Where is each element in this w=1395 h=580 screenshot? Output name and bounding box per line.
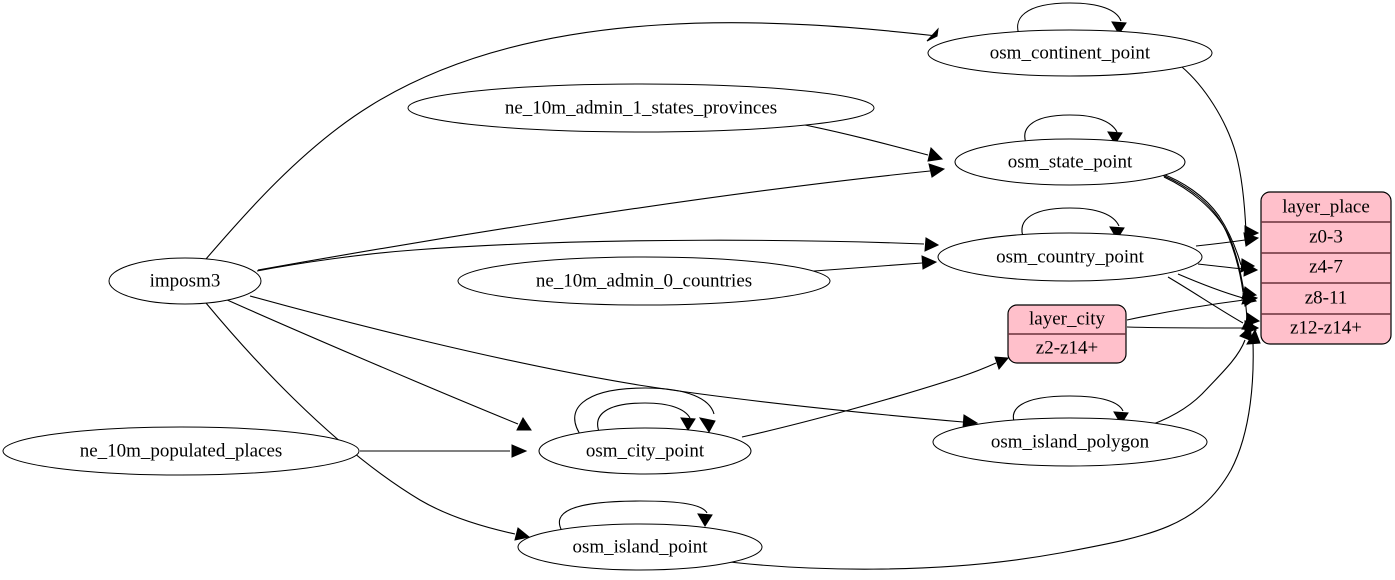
edge-self-osm_continent_point bbox=[1017, 2, 1127, 40]
edge-imposm3-to-osm_city_point bbox=[224, 298, 532, 431]
node-layer: imposm3 ne_10m_admin_1_states_provinces … bbox=[2, 29, 1213, 571]
edge-osm_country_point-to-layer_place-z0-3 bbox=[1195, 232, 1260, 247]
edge-self-osm_state_point bbox=[1024, 114, 1123, 150]
edge-self-outer-osm_city_point bbox=[574, 387, 716, 438]
layer_place-row-z4-7[interactable]: z4-7 bbox=[1309, 256, 1343, 277]
node-ne_10m_admin_1_states_provinces[interactable]: ne_10m_admin_1_states_provinces bbox=[407, 83, 875, 133]
node-osm_state_point-label: osm_state_point bbox=[1008, 151, 1133, 172]
node-layer_place[interactable]: layer_place z0-3 z4-7 z8-11 z12-z14+ bbox=[1260, 191, 1392, 345]
layer_place-row-z0-3[interactable]: z0-3 bbox=[1309, 226, 1343, 247]
node-ne_10m_populated_places[interactable]: ne_10m_populated_places bbox=[2, 426, 360, 476]
node-osm_island_point[interactable]: osm_island_point bbox=[517, 523, 763, 571]
edge-ne_countries-to-osm_country_point bbox=[800, 255, 938, 273]
node-osm_island_point-label: osm_island_point bbox=[572, 536, 708, 557]
node-osm_continent_point-label: osm_continent_point bbox=[990, 42, 1151, 63]
edge-imposm3-to-osm_country_point bbox=[256, 237, 940, 272]
node-ne_10m_admin_1_states_provinces-label: ne_10m_admin_1_states_provinces bbox=[505, 97, 777, 118]
node-layer_city[interactable]: layer_city z2-z14+ bbox=[1007, 304, 1127, 364]
node-osm_island_polygon-label: osm_island_polygon bbox=[991, 431, 1150, 452]
layer_city-title: layer_city bbox=[1029, 308, 1105, 329]
node-osm_city_point-label: osm_city_point bbox=[586, 440, 705, 461]
edge-ne_states-to-osm_state_point bbox=[799, 123, 944, 162]
edge-imposm3-to-osm_continent_point bbox=[205, 22, 939, 260]
layer_place-row-z8-11[interactable]: z8-11 bbox=[1305, 287, 1348, 308]
layer_place-row-z12-z14plus[interactable]: z12-z14+ bbox=[1290, 317, 1362, 338]
edge-osm_city_point-to-layer_city-z2-z14plus bbox=[741, 356, 1009, 438]
layer-node-layer: layer_city z2-z14+ layer_place z0-3 z4-7… bbox=[1007, 191, 1392, 364]
node-osm_country_point-label: osm_country_point bbox=[996, 246, 1144, 267]
node-osm_city_point[interactable]: osm_city_point bbox=[538, 427, 752, 475]
edge-layer bbox=[205, 2, 1261, 570]
edge-layer_city-to-layer_place-z12-z14plus bbox=[1126, 320, 1260, 335]
edge-osm_island_point-to-layer_place-z12-z14plus bbox=[705, 328, 1261, 570]
edge-osm_continent_point-to-layer_place-z0-3 bbox=[1181, 66, 1260, 240]
node-imposm3[interactable]: imposm3 bbox=[108, 257, 262, 305]
node-osm_island_polygon[interactable]: osm_island_polygon bbox=[932, 417, 1208, 467]
edge-imposm3-to-osm_island_polygon bbox=[249, 295, 979, 429]
layer_place-title: layer_place bbox=[1282, 196, 1370, 217]
edge-self-osm_island_point bbox=[558, 500, 713, 532]
edge-ne_populated-to-osm_city_point bbox=[360, 444, 528, 458]
edge-self-osm_island_polygon bbox=[1012, 395, 1129, 429]
edge-imposm3-to-osm_island_point bbox=[205, 302, 531, 541]
edge-self-inner-osm_city_point bbox=[597, 402, 696, 435]
edge-osm_island_polygon-to-layer_place-z12-z14plus bbox=[1141, 326, 1253, 429]
edge-imposm3-to-osm_state_point bbox=[257, 163, 946, 271]
node-imposm3-label: imposm3 bbox=[150, 270, 221, 291]
node-ne_10m_populated_places-label: ne_10m_populated_places bbox=[80, 440, 283, 461]
edge-layer_city-to-layer_place-z8-11 bbox=[1126, 292, 1259, 321]
node-ne_10m_admin_0_countries-label: ne_10m_admin_0_countries bbox=[536, 270, 752, 291]
node-ne_10m_admin_0_countries[interactable]: ne_10m_admin_0_countries bbox=[457, 256, 831, 306]
node-osm_country_point[interactable]: osm_country_point bbox=[937, 232, 1203, 282]
node-osm_state_point[interactable]: osm_state_point bbox=[954, 138, 1186, 186]
node-osm_continent_point[interactable]: osm_continent_point bbox=[927, 29, 1213, 77]
edge-osm_country_point-to-layer_place-z4-7 bbox=[1197, 262, 1259, 277]
edge-self-osm_country_point bbox=[1021, 207, 1125, 244]
layer_city-row-z2-z14plus[interactable]: z2-z14+ bbox=[1036, 337, 1098, 358]
